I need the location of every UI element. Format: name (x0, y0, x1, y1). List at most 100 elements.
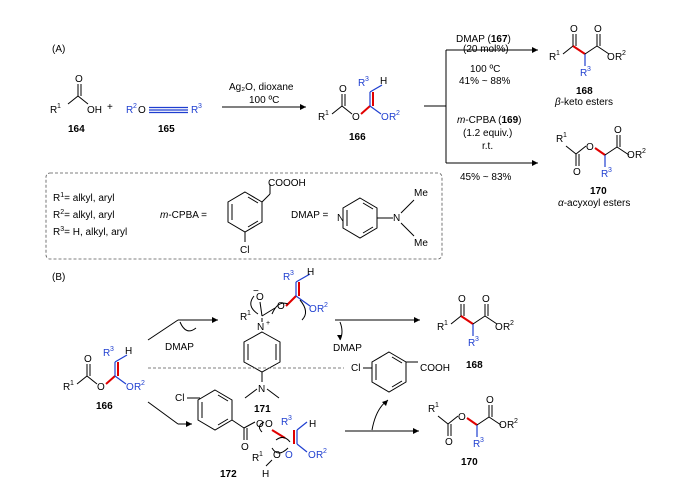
svg-text:R: R (358, 78, 365, 89)
svg-text:1: 1 (259, 451, 263, 458)
compound-number-168-b: 168 (466, 360, 483, 371)
svg-text:R: R (615, 52, 622, 63)
svg-text:R: R (134, 382, 141, 393)
compound-number-166-b: 166 (96, 401, 113, 412)
part-b-label: (B) (52, 272, 65, 283)
svg-text:3: 3 (288, 415, 292, 422)
svg-text:3: 3 (480, 437, 484, 444)
compound-164: O R 1 OH 164 (50, 74, 102, 135)
intermediate-172: Cl O O O H R 3 R 1 O O O R 2 H 172 (175, 389, 327, 480)
atom-o: O (75, 74, 83, 85)
svg-text:3: 3 (198, 103, 202, 110)
svg-text:O: O (126, 382, 134, 393)
svg-text:R: R (549, 52, 556, 63)
compound-166-a: R 1 O O H R 3 O R 2 166 (318, 76, 400, 143)
svg-text:O: O (607, 52, 615, 63)
svg-text:R1= alkyl, aryl: R1= alkyl, aryl (53, 192, 114, 204)
svg-text:O: O (570, 24, 578, 35)
byproduct-acid: Cl COOH (351, 351, 450, 431)
svg-text:N: N (393, 213, 400, 224)
svg-text:Cl: Cl (351, 363, 360, 374)
svg-text:H: H (262, 469, 269, 480)
svg-text:O: O (381, 112, 389, 123)
svg-text:R: R (240, 312, 247, 323)
svg-text:R3= H, alkyl, aryl: R3= H, alkyl, aryl (53, 226, 127, 238)
svg-text:1: 1 (70, 380, 74, 387)
svg-text:N: N (337, 213, 344, 224)
svg-text:2: 2 (514, 418, 518, 425)
svg-text:2: 2 (396, 110, 400, 117)
svg-text:O: O (627, 150, 635, 161)
svg-text:1: 1 (556, 50, 560, 57)
svg-text:H: H (125, 346, 132, 357)
svg-text:2: 2 (510, 320, 514, 327)
product-170-a: R 1 O O R 3 O O R 2 170 α-acyxoyl esters (556, 125, 646, 209)
compound-number-168: 168 (576, 86, 593, 97)
svg-text:R: R (317, 304, 324, 315)
atom-oh: OH (87, 105, 102, 116)
svg-text:100 ºC: 100 ºC (470, 64, 500, 75)
svg-text:O: O (265, 419, 273, 430)
atom-r3: R (191, 105, 198, 116)
compound-number-171: 171 (254, 404, 271, 415)
svg-text:(20 mol%): (20 mol%) (463, 44, 509, 55)
svg-text:3: 3 (365, 76, 369, 83)
svg-text:H: H (309, 419, 316, 430)
svg-text:O: O (482, 294, 490, 305)
svg-text:COOOH: COOOH (268, 178, 306, 189)
intermediate-171: − O R 1 O H R 3 O R 2 N + N 171 (240, 267, 328, 415)
svg-text:45% ~ 83%: 45% ~ 83% (460, 172, 512, 183)
compound-number-172: 172 (220, 469, 237, 480)
svg-text:N: N (258, 384, 265, 395)
reagent-dmap-in: DMAP (165, 342, 194, 353)
svg-text:R: R (318, 112, 325, 123)
svg-text:R: R (580, 68, 587, 79)
compound-number-170-b: 170 (461, 457, 478, 468)
svg-text:m-CPBA =: m-CPBA = (160, 210, 207, 221)
atom-r1: R (50, 105, 57, 116)
reagent-ag2o: Ag₂O, dioxane (229, 82, 294, 93)
arrow-to-172 (147, 401, 192, 427)
lower-route-conditions: m-CPBA (169) (1.2 equiv.) r.t. 45% ~ 83% (457, 115, 522, 183)
svg-text:O: O (256, 292, 264, 303)
part-a-label: (A) (52, 44, 65, 55)
product-168-b: R 1 O R 3 O O R 2 168 (437, 294, 514, 371)
svg-text:β-keto esters: β-keto esters (554, 97, 613, 108)
compound-165: R 2 O R 3 165 (126, 103, 202, 135)
svg-text:1: 1 (57, 103, 61, 110)
svg-text:O: O (309, 304, 317, 315)
svg-text:R: R (428, 404, 435, 415)
compound-166-b: R 1 O O H R 3 O R 2 166 (63, 346, 145, 412)
definitions-box: R1= alkyl, aryl R2= alkyl, aryl R3= H, a… (45, 172, 443, 260)
svg-text:O: O (308, 450, 316, 461)
svg-text:R: R (252, 453, 259, 464)
compound-number-170: 170 (590, 186, 607, 197)
svg-text:O: O (277, 301, 285, 312)
svg-text:Cl: Cl (240, 245, 249, 256)
svg-text:1: 1 (325, 110, 329, 117)
svg-text:O: O (84, 354, 92, 365)
atom-o: O (138, 105, 146, 116)
reaction-arrow-1: Ag₂O, dioxane 100 ºC (222, 82, 306, 110)
svg-text:R: R (507, 420, 514, 431)
svg-text:−: − (253, 286, 259, 297)
svg-text:Me: Me (414, 188, 428, 199)
svg-text:DMAP =: DMAP = (291, 210, 328, 221)
product-168-a: R 1 O R 3 O O R 2 168 β-keto esters (549, 24, 626, 108)
svg-text:3: 3 (587, 66, 591, 73)
branch-arrows (424, 47, 538, 166)
svg-text:O: O (339, 84, 347, 95)
svg-text:R: R (103, 348, 110, 359)
svg-text:2: 2 (622, 50, 626, 57)
svg-text:R: R (281, 417, 288, 428)
reagent-dmap-out: DMAP (333, 343, 362, 354)
plus-sign: + (107, 102, 113, 113)
svg-text:2: 2 (133, 103, 137, 110)
svg-text:m-CPBA (169): m-CPBA (169) (457, 115, 522, 126)
svg-text:R: R (437, 322, 444, 333)
svg-text:2: 2 (324, 302, 328, 309)
svg-text:O: O (458, 412, 466, 423)
svg-text:R: R (635, 150, 642, 161)
svg-text:2: 2 (323, 448, 327, 455)
